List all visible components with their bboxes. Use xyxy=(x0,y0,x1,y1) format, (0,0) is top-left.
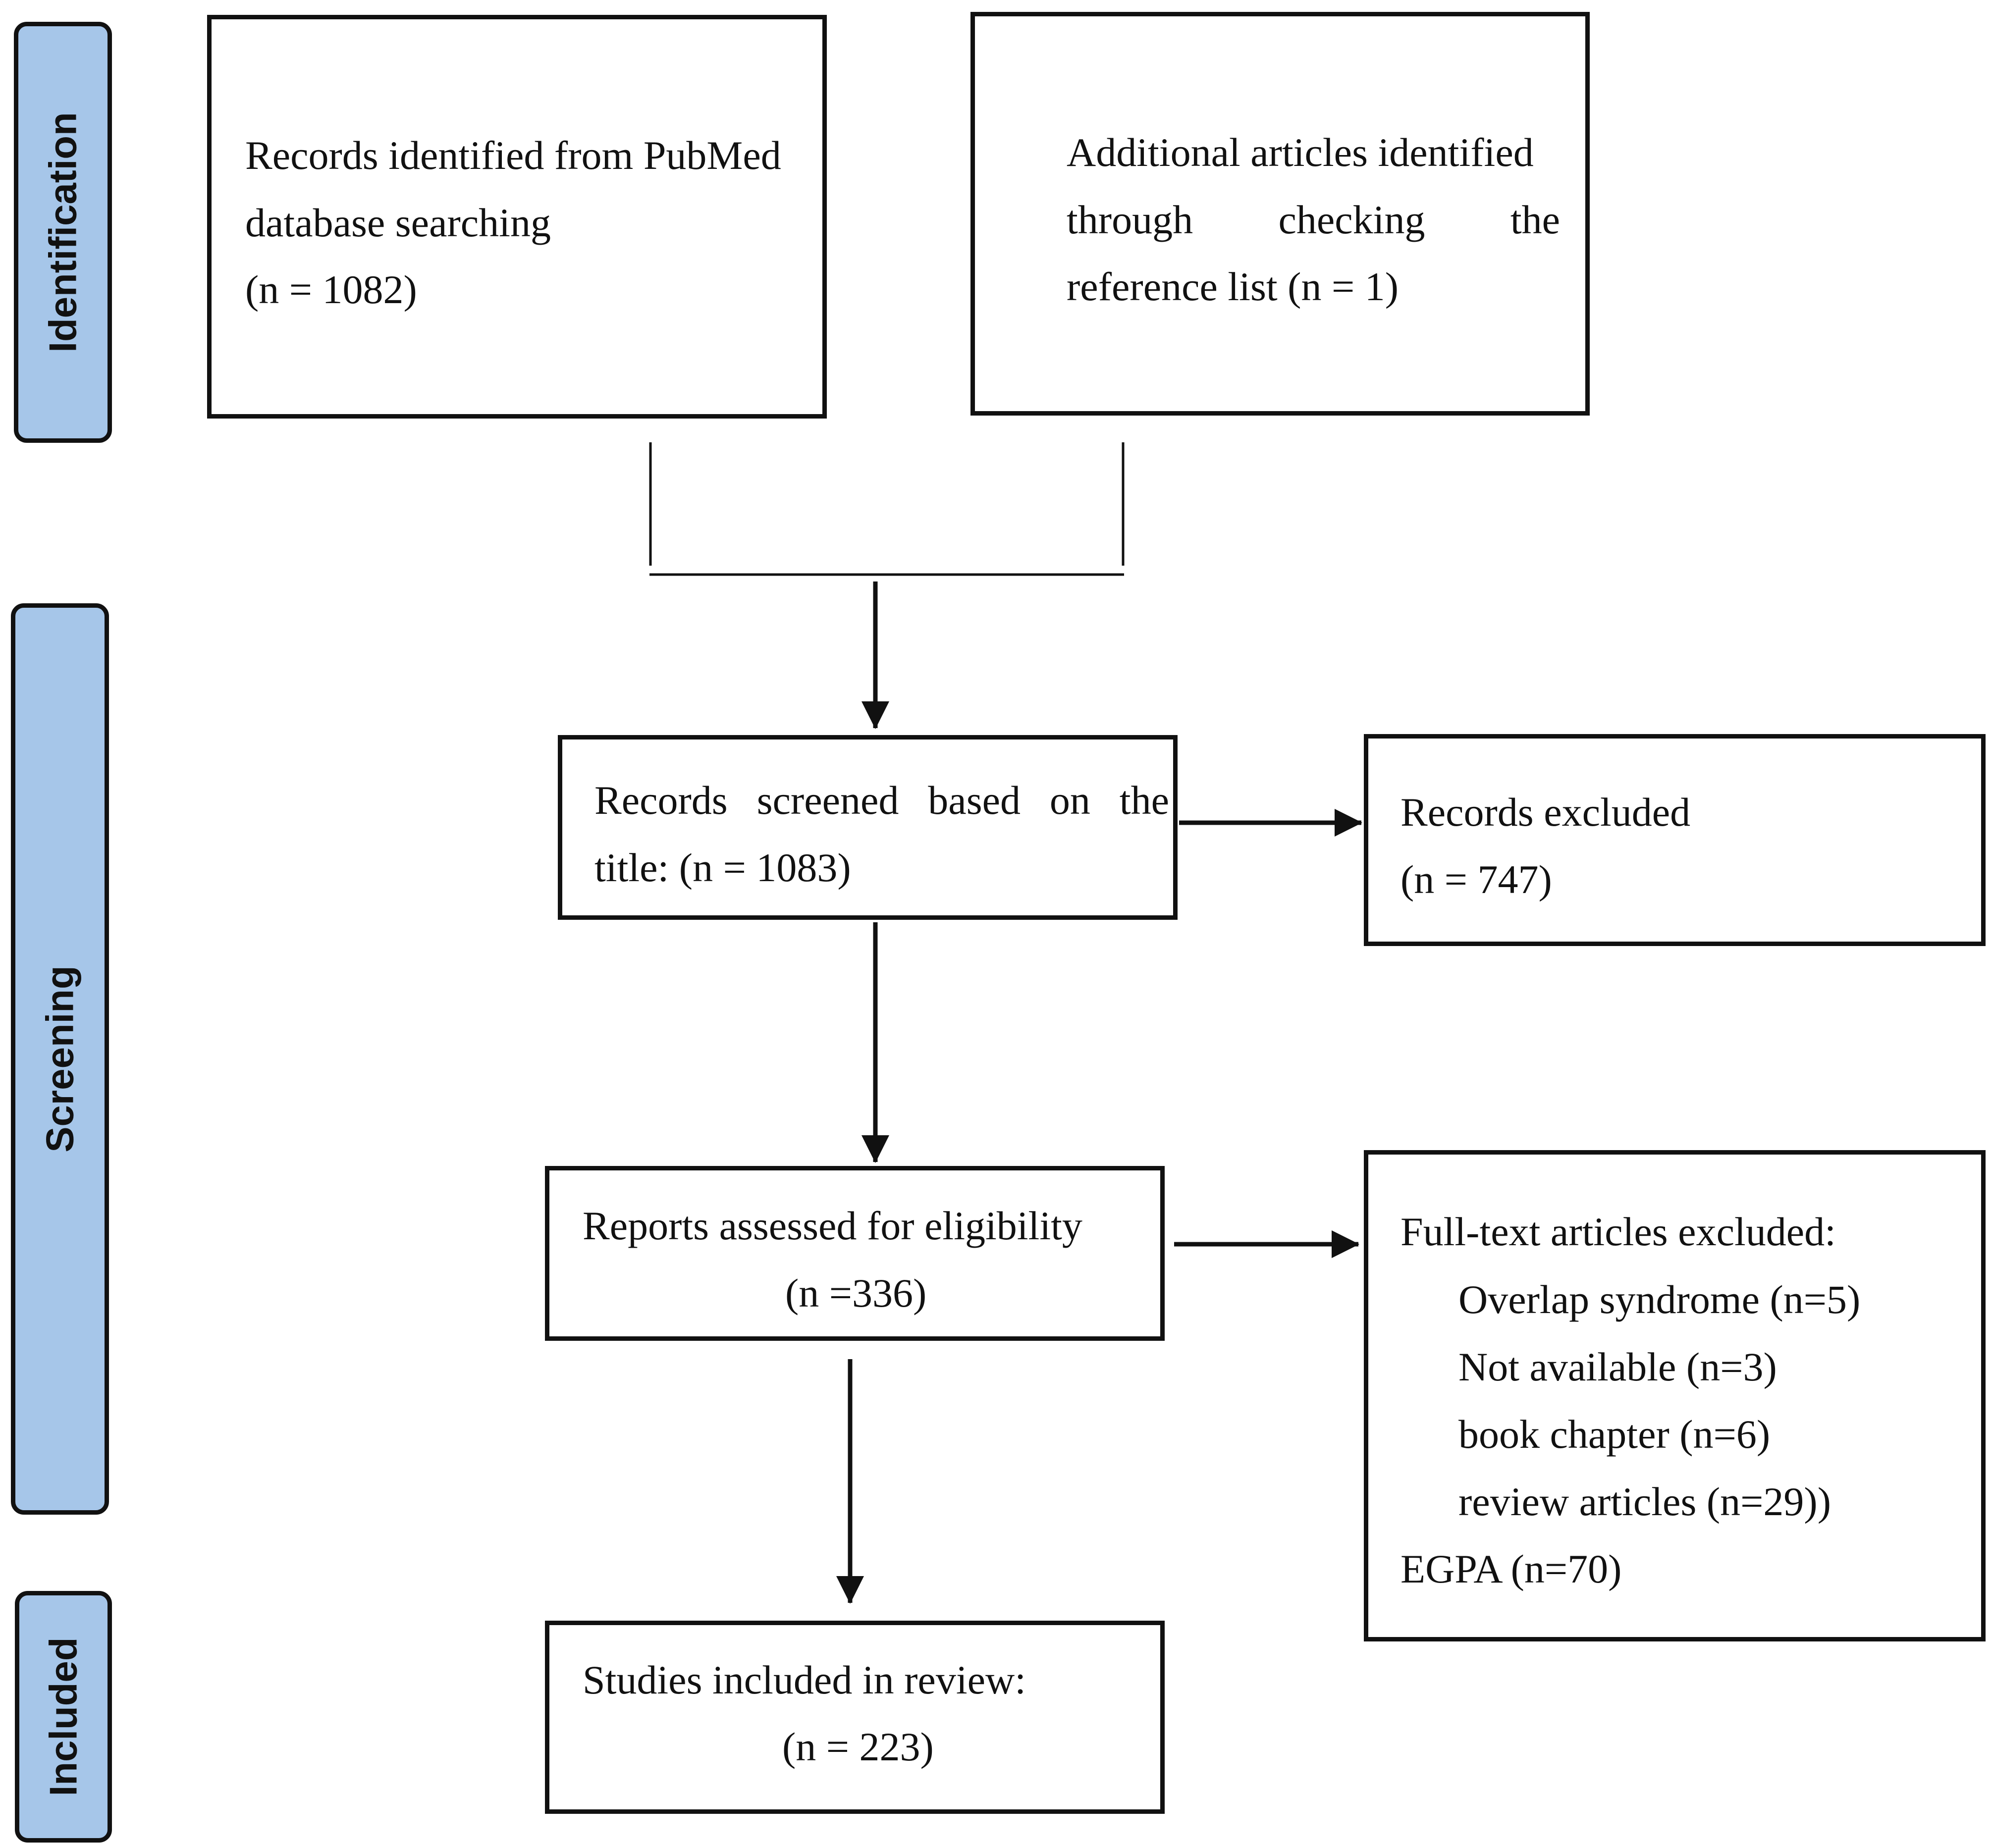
fulltext-item-overlap: Overlap syndrome (n=5) xyxy=(1458,1277,1861,1322)
screened-word-5: the xyxy=(1119,778,1169,823)
fulltext-item-review-articles: review articles (n=29)) xyxy=(1458,1479,1831,1524)
additional-word-checking: checking xyxy=(1278,197,1425,242)
studies-included-box: Studies included in review: (n = 223) xyxy=(545,1621,1165,1814)
fulltext-item-not-available: Not available (n=3) xyxy=(1458,1344,1777,1389)
stage-included-label: Included xyxy=(41,1637,85,1796)
records-screened-box: Records screened based on the title: (n … xyxy=(558,735,1178,920)
pubmed-line2: database searching xyxy=(245,200,551,245)
fulltext-item-egpa: EGPA (n=70) xyxy=(1400,1546,1622,1591)
stage-identification-label: Identification xyxy=(41,112,85,353)
eligibility-line1: Reports assessed for eligibility xyxy=(583,1203,1082,1248)
studies-included-count: (n = 223) xyxy=(782,1724,934,1769)
fulltext-excluded-box: Full-text articles excluded: Overlap syn… xyxy=(1364,1150,1986,1641)
stage-screening-label: Screening xyxy=(38,965,82,1153)
additional-word-through: through xyxy=(1067,197,1193,242)
records-excluded-line1: Records excluded xyxy=(1400,790,1691,835)
screened-word-2: screened xyxy=(756,778,899,823)
screened-word-4: on xyxy=(1049,778,1090,823)
screened-word-1: Records xyxy=(594,778,728,823)
pubmed-records-box: Records identified from PubMed database … xyxy=(207,15,827,419)
additional-line3: reference list (n = 1) xyxy=(1067,264,1399,309)
screened-line1: Records screened based on the xyxy=(594,780,1169,821)
additional-word-the: the xyxy=(1510,197,1560,242)
stage-screening: Screening xyxy=(11,603,109,1515)
eligibility-count: (n =336) xyxy=(785,1270,927,1316)
pubmed-line1: Records identified from PubMed xyxy=(245,133,781,178)
records-excluded-count: (n = 747) xyxy=(1400,857,1552,902)
additional-line1: Additional articles identified xyxy=(1067,130,1534,175)
stage-identification: Identification xyxy=(14,22,112,443)
fulltext-heading: Full-text articles excluded: xyxy=(1400,1209,1836,1254)
screened-word-3: based xyxy=(928,778,1021,823)
records-excluded-box: Records excluded (n = 747) xyxy=(1364,734,1986,946)
pubmed-count: (n = 1082) xyxy=(245,267,417,312)
fulltext-item-book-chapter: book chapter (n=6) xyxy=(1458,1412,1771,1457)
studies-included-line1: Studies included in review: xyxy=(583,1657,1026,1702)
screened-line2: title: (n = 1083) xyxy=(594,845,851,890)
additional-articles-box: Additional articles identified through c… xyxy=(970,12,1590,416)
stage-included: Included xyxy=(15,1591,112,1843)
additional-line2: through checking the xyxy=(1067,200,1560,240)
eligibility-box: Reports assessed for eligibility (n =336… xyxy=(545,1166,1165,1341)
